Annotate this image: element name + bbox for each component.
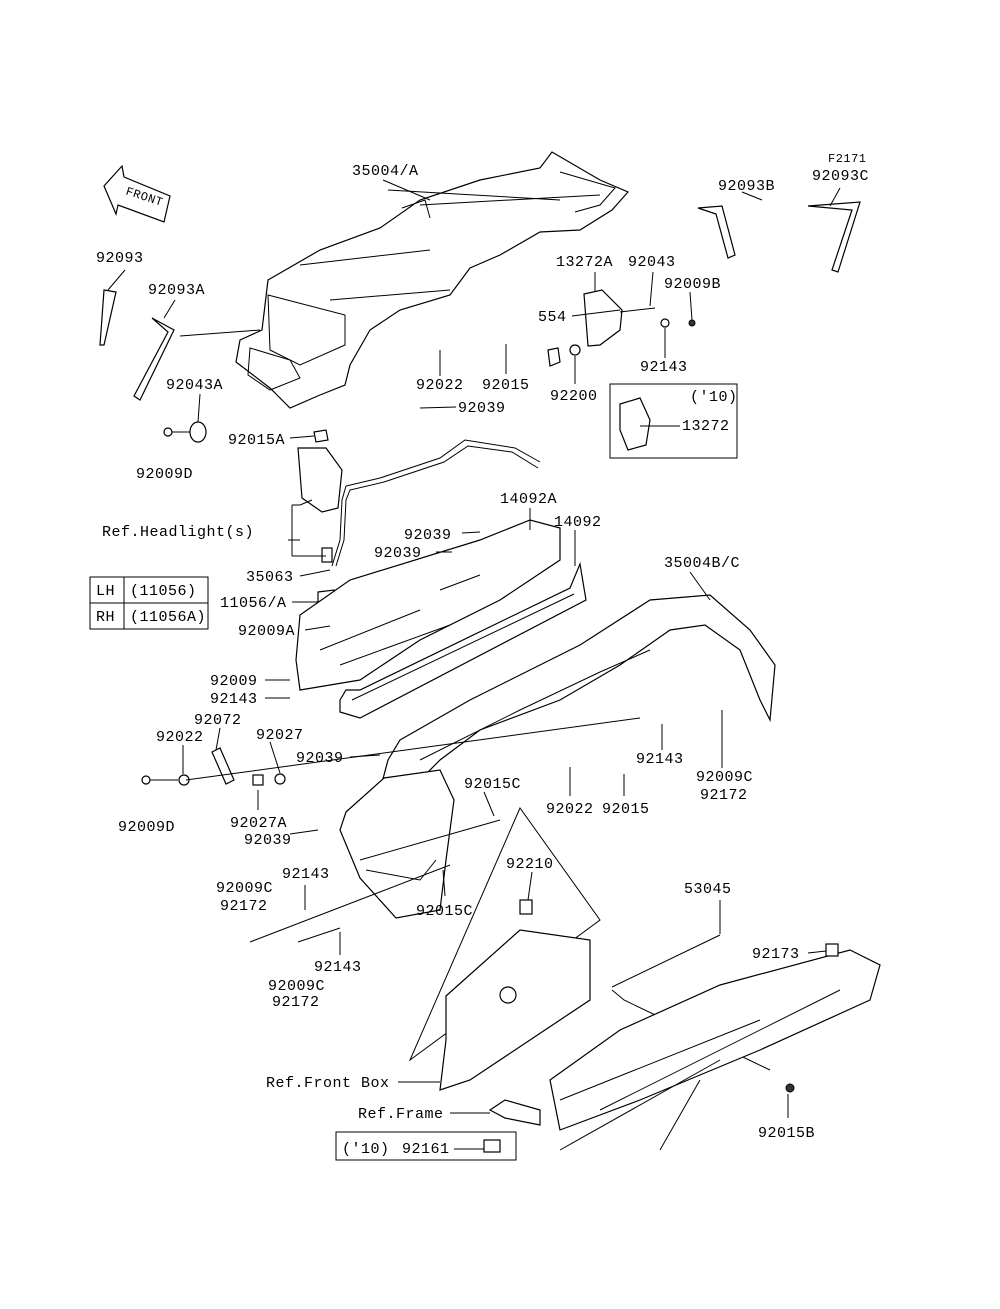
label-92143-b: 92143 <box>210 691 258 708</box>
label-14092: 14092 <box>554 514 602 531</box>
front-box-shape <box>439 929 591 1091</box>
label-92143-e: 92143 <box>314 959 362 976</box>
label-92009A: 92009A <box>238 623 295 640</box>
screw-92009D-lower-shape <box>141 774 190 786</box>
rod-35063-shape <box>331 439 541 567</box>
label-92009C-b: 92009C <box>216 880 273 897</box>
label-35004BC: 35004B/C <box>664 555 740 572</box>
washer-92200-shape <box>569 344 581 356</box>
top-fender-shape <box>235 151 630 409</box>
label-ref-frame: Ref.Frame <box>358 1106 444 1123</box>
label-92173: 92173 <box>752 946 800 963</box>
label-92015A: 92015A <box>228 432 285 449</box>
label-92039-top: 92039 <box>458 400 506 417</box>
side-panel-14092-shape <box>339 561 587 719</box>
label-92009B: 92009B <box>664 276 721 293</box>
label-92009D-upper: 92009D <box>136 466 193 483</box>
label-92039-e: 92039 <box>244 832 292 849</box>
side-table-lh-part: (11056) <box>130 583 197 600</box>
front-arrow-icon: FRONT <box>103 164 171 223</box>
label-554: 554 <box>538 309 567 326</box>
label-92009: 92009 <box>210 673 258 690</box>
year-2010-box-a <box>609 383 738 459</box>
label-92039-c: 92039 <box>374 545 422 562</box>
label-92200: 92200 <box>550 388 598 405</box>
headlight-bracket-shape <box>297 447 343 513</box>
label-13272A: 13272A <box>556 254 613 271</box>
part-labels: 35004/A 92093B 92093C 92093 92093A 13272… <box>96 163 869 1158</box>
label-92093B: 92093B <box>718 178 775 195</box>
trim-92093C-shape <box>807 201 861 273</box>
label-92039-d: 92039 <box>296 750 344 767</box>
label-92009D-lower: 92009D <box>118 819 175 836</box>
label-year10-b: ('10) <box>342 1141 390 1158</box>
label-92172-b: 92172 <box>220 898 268 915</box>
strip-92072-shape <box>211 747 235 785</box>
bracket-13272A-shape <box>583 289 623 347</box>
trim-92093-shape <box>99 289 117 346</box>
side-panel-14092A-shape <box>295 519 561 691</box>
label-92022-b: 92022 <box>156 729 204 746</box>
label-92015-top: 92015 <box>482 377 530 394</box>
trim-92093A-shape <box>133 317 175 401</box>
label-ref-headlight: Ref.Headlight(s) <box>102 524 254 541</box>
side-table-rh-label: RH <box>96 609 115 626</box>
label-92043: 92043 <box>628 254 676 271</box>
label-92143-d: 92143 <box>282 866 330 883</box>
label-92015B: 92015B <box>758 1125 815 1142</box>
label-35004A: 35004/A <box>352 163 419 180</box>
frame-shape <box>488 934 881 1151</box>
label-92027: 92027 <box>256 727 304 744</box>
label-35063: 35063 <box>246 569 294 586</box>
bracket-13272-shape <box>619 397 651 451</box>
label-92043A: 92043A <box>166 377 223 394</box>
label-13272: 13272 <box>682 418 730 435</box>
side-table-lh-label: LH <box>96 583 115 600</box>
label-92009C-c: 92009C <box>268 978 325 995</box>
label-92015C-b: 92015C <box>416 903 473 920</box>
label-92143-c: 92143 <box>636 751 684 768</box>
side-table-rh-part: (11056A) <box>130 609 206 626</box>
label-92161: 92161 <box>402 1141 450 1158</box>
label-11056A: 11056/A <box>220 595 287 612</box>
year-2010-box-b <box>335 1131 517 1161</box>
leader-lines <box>107 179 841 1150</box>
label-92009C-a: 92009C <box>696 769 753 786</box>
label-14092A: 14092A <box>500 491 557 508</box>
label-92072: 92072 <box>194 712 242 729</box>
label-53045: 53045 <box>684 881 732 898</box>
label-year10-a: ('10) <box>690 389 738 406</box>
label-92027A: 92027A <box>230 815 287 832</box>
label-92022-top: 92022 <box>416 377 464 394</box>
label-92172-a: 92172 <box>700 787 748 804</box>
label-92015C-a: 92015C <box>464 776 521 793</box>
label-92172-c: 92172 <box>272 994 320 1011</box>
label-92015-b: 92015 <box>602 801 650 818</box>
label-92039-b: 92039 <box>404 527 452 544</box>
label-92210: 92210 <box>506 856 554 873</box>
label-92093A: 92093A <box>148 282 205 299</box>
side-table: LH (11056) RH (11056A) <box>89 576 209 630</box>
label-ref-front-box: Ref.Front Box <box>266 1075 390 1092</box>
label-92143-top: 92143 <box>640 359 688 376</box>
screw-92009D-upper-shape <box>163 421 207 443</box>
figure-code: F2171 <box>828 152 867 166</box>
label-92093C: 92093C <box>812 168 869 185</box>
label-92022-c: 92022 <box>546 801 594 818</box>
label-92093: 92093 <box>96 250 144 267</box>
lower-panel-shape <box>339 769 455 919</box>
trim-92093B-shape <box>697 205 736 259</box>
